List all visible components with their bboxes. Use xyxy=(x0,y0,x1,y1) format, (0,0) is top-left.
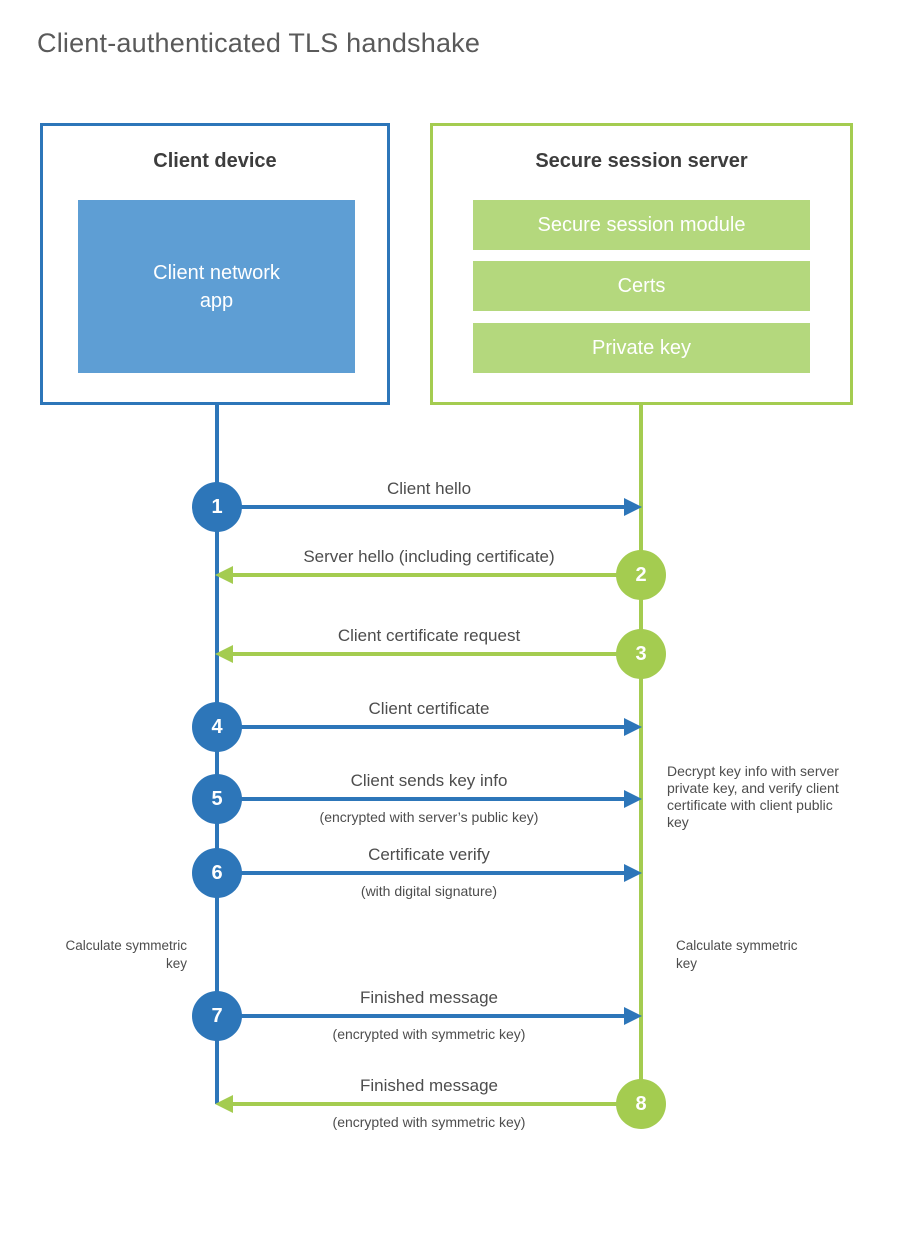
message-label: Finished message xyxy=(360,1076,498,1095)
arrow-head-right-icon xyxy=(624,790,642,808)
step-number-badge: 6 xyxy=(192,848,242,898)
arrow-head-right-icon xyxy=(624,498,642,516)
secure-session-server-heading: Secure session server xyxy=(535,150,748,172)
calculate-symmetric-key-left-note: Calculate symmetric key xyxy=(65,938,187,971)
message-label: Certificate verify xyxy=(368,845,490,864)
arrow-head-left-icon xyxy=(215,1095,233,1113)
client-device-box: Client device Client network app xyxy=(40,123,390,405)
client-network-app-box: Client network app xyxy=(78,200,355,373)
step-number-badge: 1 xyxy=(192,482,242,532)
arrow-head-right-icon xyxy=(624,1007,642,1025)
arrow-head-left-icon xyxy=(215,645,233,663)
message-label: Finished message xyxy=(360,988,498,1007)
message-label: Client sends key info xyxy=(350,771,508,790)
arrow-server-to-client xyxy=(233,1102,618,1106)
client-device-heading: Client device xyxy=(153,150,277,172)
arrow-server-to-client xyxy=(233,573,618,577)
arrow-head-right-icon xyxy=(624,718,642,736)
message-sublabel: (encrypted with symmetric key) xyxy=(332,1026,526,1042)
message-label: Server hello (including certificate) xyxy=(303,547,555,566)
server-module-certs: Certs xyxy=(473,261,810,311)
message-sublabel: (encrypted with server’s public key) xyxy=(319,809,539,825)
message-label: Client certificate request xyxy=(337,626,521,645)
server-module-private-key: Private key xyxy=(473,323,810,373)
arrow-client-to-server xyxy=(240,871,626,875)
arrow-head-left-icon xyxy=(215,566,233,584)
step-number-badge: 7 xyxy=(192,991,242,1041)
server-module-secure-session-module: Secure session module xyxy=(473,200,810,250)
arrow-head-right-icon xyxy=(624,864,642,882)
server-lifeline xyxy=(639,405,643,1105)
arrow-client-to-server xyxy=(240,1014,626,1018)
client-network-app-label: Client network app xyxy=(153,261,280,312)
calculate-symmetric-key-right-note: Calculate symmetric key xyxy=(676,938,798,971)
step-number-badge: 8 xyxy=(616,1079,666,1129)
arrow-client-to-server xyxy=(240,725,626,729)
step-number-badge: 2 xyxy=(616,550,666,600)
decrypt-key-info-note: Decrypt key info with server private key… xyxy=(667,763,839,830)
message-label: Client hello xyxy=(386,479,472,498)
arrow-server-to-client xyxy=(233,652,618,656)
arrow-client-to-server xyxy=(240,797,626,801)
step-number-badge: 5 xyxy=(192,774,242,824)
client-lifeline xyxy=(215,405,219,1104)
secure-session-server-box: Secure session server Secure session mod… xyxy=(430,123,853,405)
arrow-client-to-server xyxy=(240,505,626,509)
message-sublabel: (with digital signature) xyxy=(360,883,498,899)
message-label: Client certificate xyxy=(368,699,490,718)
step-number-badge: 3 xyxy=(616,629,666,679)
message-sublabel: (encrypted with symmetric key) xyxy=(332,1114,526,1130)
step-number-badge: 4 xyxy=(192,702,242,752)
page-title: Client-authenticated TLS handshake xyxy=(37,28,481,58)
